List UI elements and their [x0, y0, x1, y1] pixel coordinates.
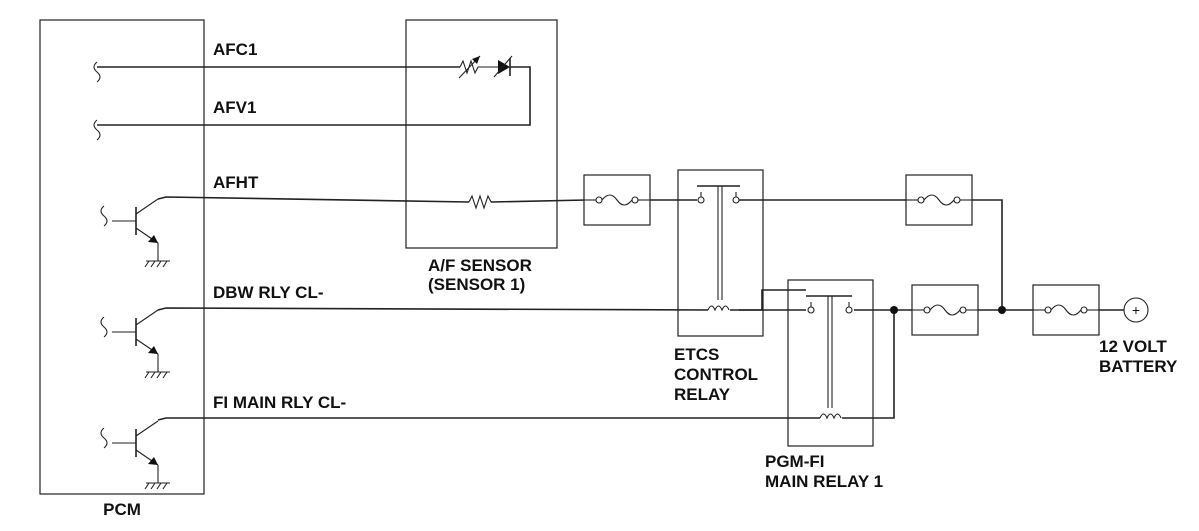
transistor-afht — [111, 198, 171, 268]
label-etcs-line1: ETCS — [674, 345, 719, 364]
etcs-control-relay — [677, 169, 764, 337]
fuse-2 — [905, 174, 973, 226]
pcm-box — [39, 19, 205, 495]
junction-dot-1 — [890, 306, 898, 314]
fuse-1 — [583, 174, 651, 226]
label-dbw-rly-cl: DBW RLY CL- — [213, 283, 324, 302]
battery-plus-symbol: + — [1132, 302, 1140, 318]
label-fi-main-rly-cl: FI MAIN RLY CL- — [213, 393, 346, 412]
label-pcm: PCM — [103, 500, 141, 519]
wires — [97, 66, 1124, 421]
label-afv1: AFV1 — [213, 98, 256, 117]
label-pgmfi-line1: PGM-FI — [765, 452, 825, 471]
label-etcs-line3: RELAY — [674, 385, 731, 404]
junction-dot-2 — [998, 306, 1006, 314]
label-etcs-line2: CONTROL — [674, 365, 758, 384]
label-afht: AFHT — [213, 173, 259, 192]
battery-icon: + — [1123, 297, 1149, 323]
fuse-4 — [1032, 284, 1100, 336]
pgm-fi-main-relay-1 — [787, 279, 874, 447]
label-battery-line1: 12 VOLT — [1099, 337, 1167, 356]
label-afc1: AFC1 — [213, 40, 257, 59]
af-sensor-box — [405, 19, 558, 249]
transistor-fimain — [111, 420, 171, 490]
label-pgmfi-line2: MAIN RELAY 1 — [765, 472, 883, 491]
label-af-sensor-line1: A/F SENSOR — [428, 256, 532, 275]
label-battery-line2: BATTERY — [1099, 357, 1178, 376]
label-af-sensor-line2: (SENSOR 1) — [428, 275, 525, 294]
transistor-dbw — [111, 309, 171, 379]
fuse-3 — [911, 284, 979, 336]
